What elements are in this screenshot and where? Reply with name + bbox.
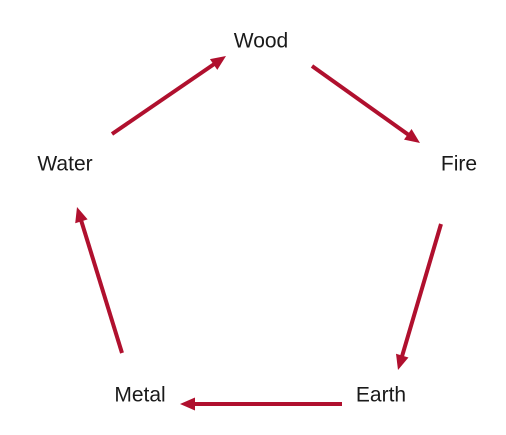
node-wood: Wood — [233, 29, 289, 53]
arrow-water-to-wood — [110, 62, 216, 136]
arrowhead-earth-to-metal — [180, 397, 195, 411]
arrowhead-fire-to-earth — [396, 353, 409, 370]
node-earth: Earth — [355, 383, 407, 407]
arrow-fire-to-earth — [400, 223, 443, 358]
node-water: Water — [37, 152, 93, 176]
arrowhead-metal-to-water — [75, 207, 88, 224]
arrowhead-water-to-wood — [209, 56, 226, 70]
arrow-wood-to-fire — [310, 64, 410, 137]
node-metal: Metal — [114, 383, 166, 407]
node-fire: Fire — [440, 152, 478, 176]
arrow-metal-to-water — [79, 219, 124, 354]
arrowhead-wood-to-fire — [404, 128, 420, 143]
